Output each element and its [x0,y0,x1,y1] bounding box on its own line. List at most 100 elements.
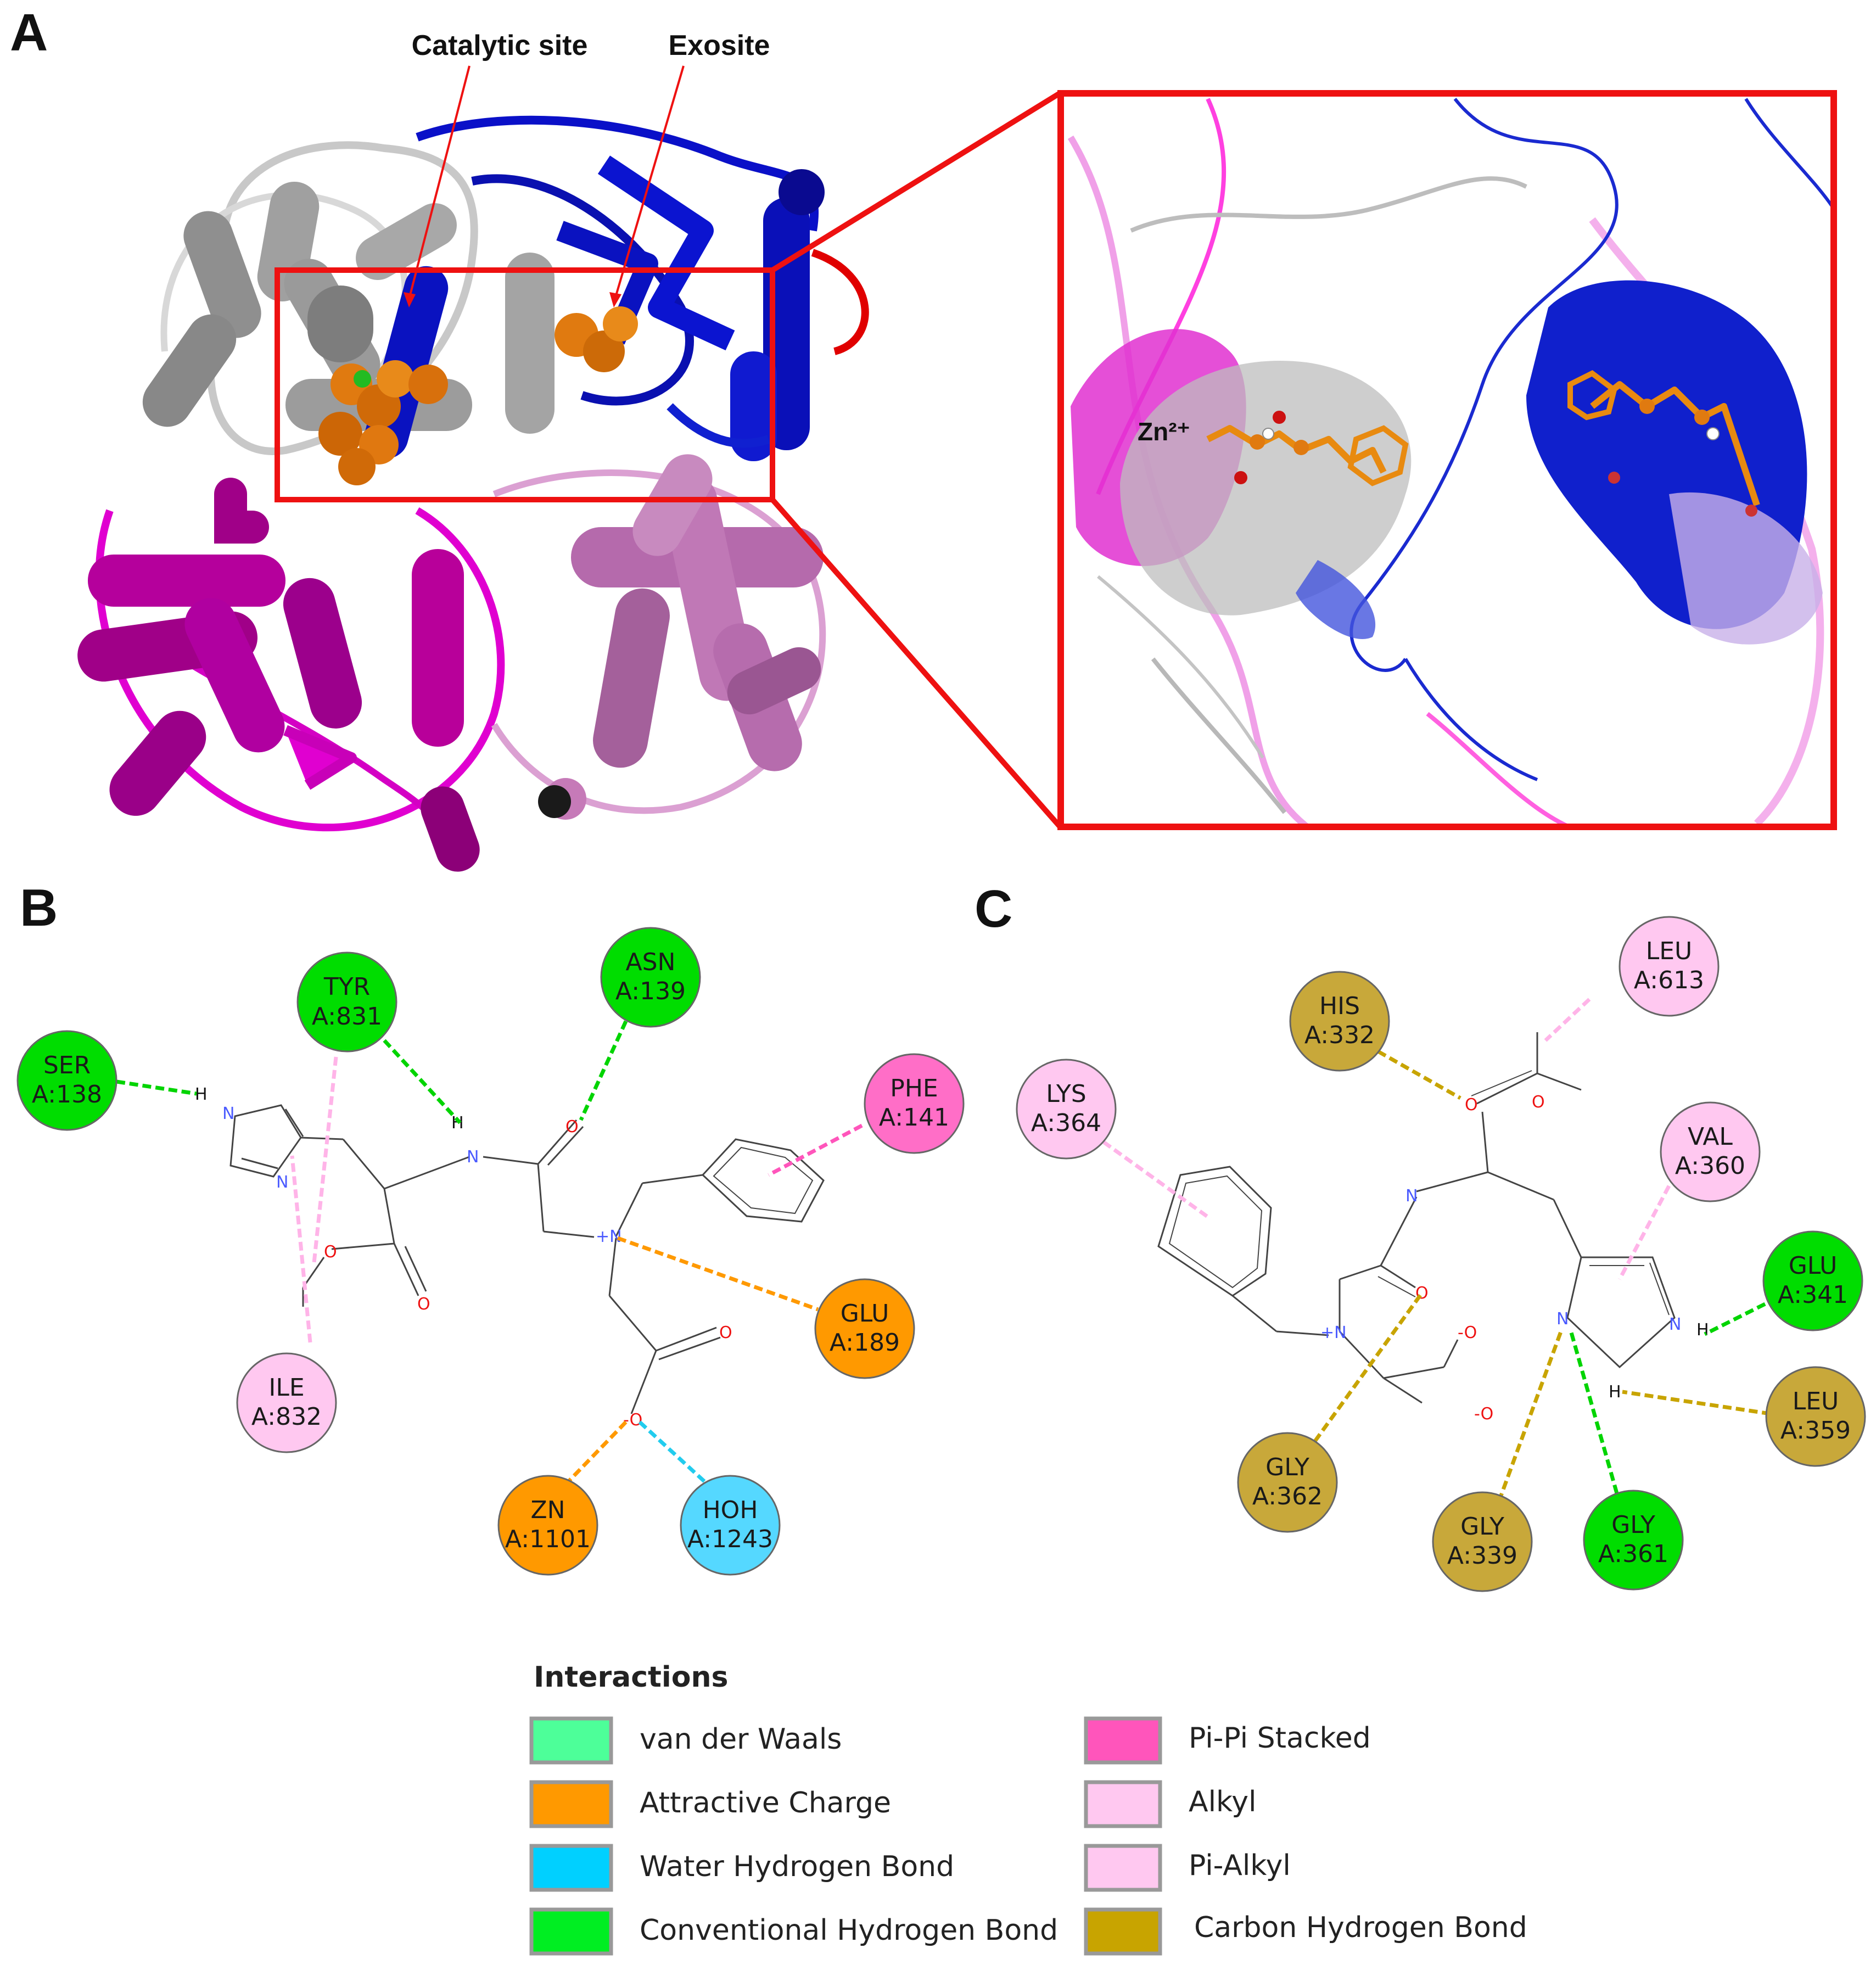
svg-text:N: N [1405,1186,1418,1206]
residue-gly361: GLY A:361 [1583,1490,1684,1591]
svg-text:N: N [1669,1315,1681,1334]
residue-his332: HIS A:332 [1289,971,1390,1072]
residue-number: A:339 [1447,1542,1517,1570]
svg-text:H: H [1609,1382,1621,1402]
svg-text:N: N [1556,1309,1569,1329]
legend-swatch [1084,1780,1162,1828]
catalytic-arrowhead [404,292,416,307]
residue-name: PHE [890,1074,938,1102]
svg-text:N: N [222,1104,234,1123]
residue-glu341: GLU A:341 [1762,1230,1863,1331]
residue-hoh1243: HOH A:1243 [680,1475,781,1576]
residue-number: A:361 [1598,1540,1668,1568]
residue-number: A:141 [879,1104,949,1132]
residue-name: LYS [1046,1080,1086,1108]
residue-name: GLU [841,1300,889,1328]
residue-number: A:1243 [687,1525,773,1553]
svg-text:H: H [451,1113,464,1133]
residue-number: A:1101 [505,1525,591,1553]
residue-name: LEU [1793,1387,1839,1415]
legend-item-carbon-hydrogen-bond: Carbon Hydrogen Bond [1084,1907,1527,1956]
residue-gly362: GLY A:362 [1237,1432,1338,1533]
svg-text:O: O [565,1117,579,1137]
residue-tyr831: TYR A:831 [296,951,397,1053]
residue-name: VAL [1688,1123,1733,1151]
svg-text:N: N [467,1147,479,1167]
ligand-spheres [318,306,638,485]
residue-name: SER [43,1051,91,1079]
residue-number: A:189 [830,1329,900,1357]
panel-c: C O [975,880,1866,1592]
residue-number: A:359 [1780,1417,1851,1445]
panel-c-letter: C [975,880,1012,938]
svg-text:+N: +N [596,1227,622,1246]
svg-text:-O: -O [1458,1323,1477,1342]
legend-item-conventional-hydrogen-bond: Conventional Hydrogen Bond [529,1907,1058,1956]
residue-name: TYR [323,973,370,1001]
residue-number: A:341 [1778,1281,1848,1309]
zoom-line-bottom [770,497,1062,829]
residue-name: GLY [1611,1511,1655,1539]
residue-number: A:832 [251,1403,322,1431]
legend-swatch [1084,1907,1162,1956]
exosite-arrowhead [609,292,621,307]
legend-swatch [529,1716,613,1765]
legend-swatch [1084,1716,1162,1765]
svg-text:+N: +N [1320,1323,1347,1342]
residue-zn1101: ZN A:1101 [497,1475,598,1576]
residue-val360: VAL A:360 [1660,1101,1761,1202]
residue-leu359: LEU A:359 [1765,1366,1866,1467]
protein-cartoon [77,115,869,872]
residue-ser138: SER A:138 [16,1030,117,1131]
legend-label: Attractive Charge [640,1787,891,1820]
residue-name: ILE [268,1374,304,1402]
residue-glu189: GLU A:189 [814,1278,915,1379]
residue-number: A:362 [1252,1482,1323,1510]
residue-number: A:831 [312,1003,382,1031]
legend-swatch [529,1780,613,1828]
residue-leu613: LEU A:613 [1619,916,1720,1017]
exosite-label: Exosite [669,30,770,61]
residue-number: A:332 [1304,1021,1375,1049]
panel-a: A Catalytic site Exosite [10,3,1837,872]
svg-text:O: O [719,1323,732,1342]
exosite-arrow [614,65,685,300]
magenta-domain [77,478,505,872]
svg-text:-O: -O [623,1410,642,1430]
svg-text:H: H [195,1085,208,1104]
residue-name: GLY [1460,1513,1504,1541]
panel-b-letter: B [20,878,58,937]
svg-text:H: H [1696,1320,1709,1340]
panel-b: B [16,878,965,1576]
svg-text:O: O [1465,1095,1478,1115]
panel-c-interaction-lines [1102,998,1771,1503]
residue-asn139: ASN A:139 [600,927,701,1028]
residue-name: HOH [703,1496,758,1524]
panel-b-interaction-lines [116,1020,863,1503]
zn-ion-label: Zn²⁺ [1138,417,1190,446]
zoom-inset: Zn²⁺ [1057,90,1837,830]
legend-title: Interactions [534,1661,728,1694]
legend-label: Water Hydrogen Bond [640,1850,954,1883]
legend-swatch [1084,1844,1162,1892]
zoom-line-top [771,91,1061,273]
legend-label: Pi-Pi Stacked [1189,1722,1371,1755]
residue-number: A:138 [32,1081,102,1109]
legend-label: Pi-Alkyl [1189,1849,1291,1882]
residue-name: GLY [1265,1453,1309,1481]
residue-number: A:613 [1634,966,1704,994]
residue-lys364: LYS A:364 [1016,1059,1117,1160]
svg-text:N: N [276,1173,288,1192]
residue-phe141: PHE A:141 [864,1053,965,1154]
svg-text:-O: -O [1474,1404,1493,1424]
legend-swatch [529,1844,613,1892]
legend-item-pi-pi-stacked: Pi-Pi Stacked [1084,1716,1371,1765]
residue-name: ZN [530,1496,565,1524]
catalytic-site-arrow [408,65,471,300]
zoom-inset-frame [1057,90,1837,830]
legend-item-alkyl: Alkyl [1084,1780,1257,1828]
residue-gly339: GLY A:339 [1432,1491,1533,1592]
catalytic-site-label: Catalytic site [412,30,588,61]
residue-name: ASN [626,948,676,976]
ligand-c-atoms: O O N O +N -O -O N N H H [1320,1093,1709,1424]
